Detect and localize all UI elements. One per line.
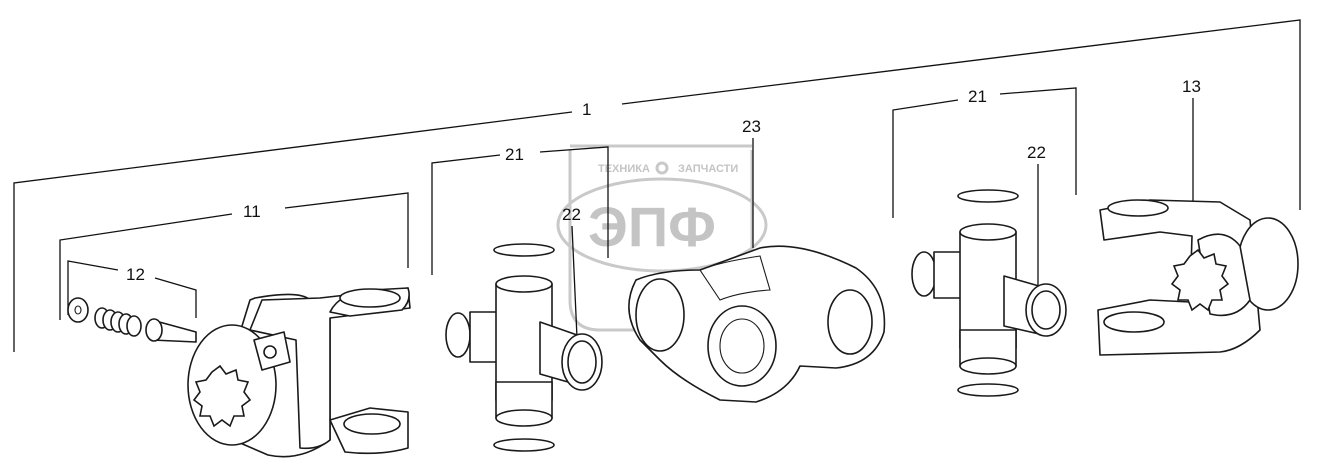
callout-11: 11 [243, 202, 261, 221]
callout-23: 23 [742, 117, 761, 136]
watermark-text-right: ЗАПЧАСТИ [678, 163, 738, 175]
callout-22-left: 22 [562, 205, 581, 224]
part-11-yoke [187, 287, 411, 458]
watermark-logo: ЭПФ [588, 195, 716, 258]
part-21-left-cross [445, 243, 603, 452]
callout-22-right: 22 [1027, 143, 1046, 162]
part-13-yoke [1097, 199, 1299, 356]
part-23-center-housing [628, 245, 886, 403]
callout-12: 12 [126, 265, 145, 284]
watermark: ТЕХНИКА ЗАПЧАСТИ ЭПФ [556, 144, 768, 332]
callout-labels: 1 11 12 21 22 23 21 22 13 [126, 77, 1201, 284]
callout-1: 1 [582, 100, 591, 119]
callout-21-left: 21 [505, 145, 524, 164]
part-12-pin-spring [67, 297, 197, 343]
watermark-text-left: ТЕХНИКА [598, 163, 650, 175]
part-21-right-cross [911, 189, 1067, 397]
leader-lines [13, 19, 1301, 361]
callout-21-right: 21 [968, 87, 987, 106]
callout-13: 13 [1182, 77, 1201, 96]
gear-icon [655, 161, 669, 175]
